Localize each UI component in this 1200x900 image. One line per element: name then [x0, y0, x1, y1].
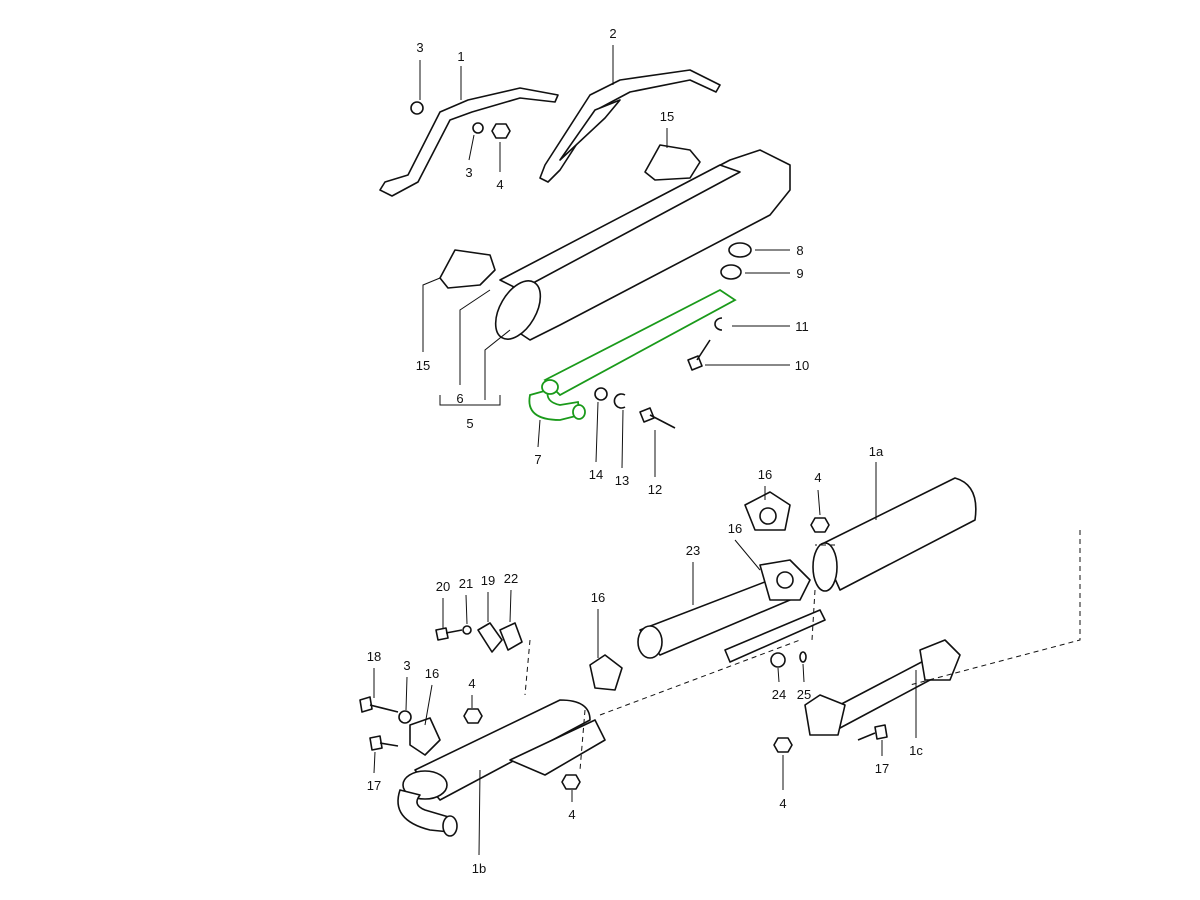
washer-3 [410, 101, 424, 115]
nut-4 [491, 123, 511, 139]
washer-3-low [398, 710, 412, 724]
gasket-16-low [409, 717, 441, 756]
label-24: 24 [772, 687, 786, 702]
label-11: 11 [795, 319, 809, 334]
gasket-15-top [644, 144, 701, 181]
label-2: 2 [609, 26, 616, 41]
label-8: 8 [796, 243, 803, 258]
seal-8 [728, 242, 752, 258]
label-21: 21 [459, 576, 473, 591]
label-4: 4 [814, 470, 821, 485]
converter-23 [637, 559, 811, 659]
label-10: 10 [795, 358, 809, 373]
label-16: 16 [425, 666, 439, 681]
label-16: 16 [591, 590, 605, 605]
lockwasher-21 [462, 625, 472, 635]
label-4: 4 [568, 807, 575, 822]
nut-4-bottom [561, 774, 581, 790]
label-14: 14 [589, 467, 603, 482]
bolt-17-right [857, 724, 888, 741]
label-3: 3 [416, 40, 423, 55]
pipe-1c [804, 639, 961, 736]
label-13: 13 [615, 473, 629, 488]
pipe-7 [528, 288, 737, 421]
label-3: 3 [403, 658, 410, 673]
label-17: 17 [367, 778, 381, 793]
clip-11 [714, 317, 723, 331]
label-5: 5 [466, 416, 473, 431]
label-23: 23 [686, 543, 700, 558]
muffler-1b [397, 699, 606, 837]
label-12: 12 [648, 482, 662, 497]
part-labels: 3 1 2 3 4 15 8 9 11 10 15 6 5 7 14 13 12… [367, 26, 924, 876]
nut-4-right [773, 737, 793, 753]
label-7: 7 [534, 452, 541, 467]
gasket-15-left [439, 249, 496, 289]
bolt-18 [359, 696, 399, 713]
nut-4-low [463, 708, 483, 724]
bolt-12 [639, 407, 676, 429]
label-1c: 1c [909, 743, 923, 758]
seal-9 [720, 264, 742, 280]
label-4: 4 [779, 796, 786, 811]
label-3: 3 [465, 165, 472, 180]
label-16: 16 [758, 467, 772, 482]
label-4: 4 [496, 177, 503, 192]
washer-14 [594, 387, 608, 401]
label-20: 20 [436, 579, 450, 594]
gasket-22 [499, 622, 523, 651]
label-16: 16 [728, 521, 742, 536]
plate-19 [477, 622, 503, 653]
bolt-20 [435, 627, 463, 641]
ring-25 [799, 651, 807, 663]
label-1b: 1b [472, 861, 486, 876]
label-15: 15 [416, 358, 430, 373]
label-18: 18 [367, 649, 381, 664]
label-6: 6 [456, 391, 463, 406]
nut-24 [770, 652, 786, 668]
label-4: 4 [468, 676, 475, 691]
bolt-17 [369, 735, 399, 751]
muffler-main [494, 149, 791, 341]
label-1: 1 [457, 49, 464, 64]
label-1a: 1a [869, 444, 884, 459]
muffler-1a [812, 477, 977, 592]
label-9: 9 [796, 266, 803, 281]
washer-3b [472, 122, 484, 134]
label-17: 17 [875, 761, 889, 776]
heat-shield [724, 609, 826, 663]
bracket-2 [539, 69, 721, 183]
nut-4-top [810, 517, 830, 533]
label-15: 15 [660, 109, 674, 124]
label-25: 25 [797, 687, 811, 702]
bracket-1 [379, 87, 559, 197]
bolt-10 [687, 339, 711, 371]
gasket-16-mid [589, 654, 623, 691]
label-19: 19 [481, 573, 495, 588]
clip-13 [613, 393, 626, 409]
label-22: 22 [504, 571, 518, 586]
